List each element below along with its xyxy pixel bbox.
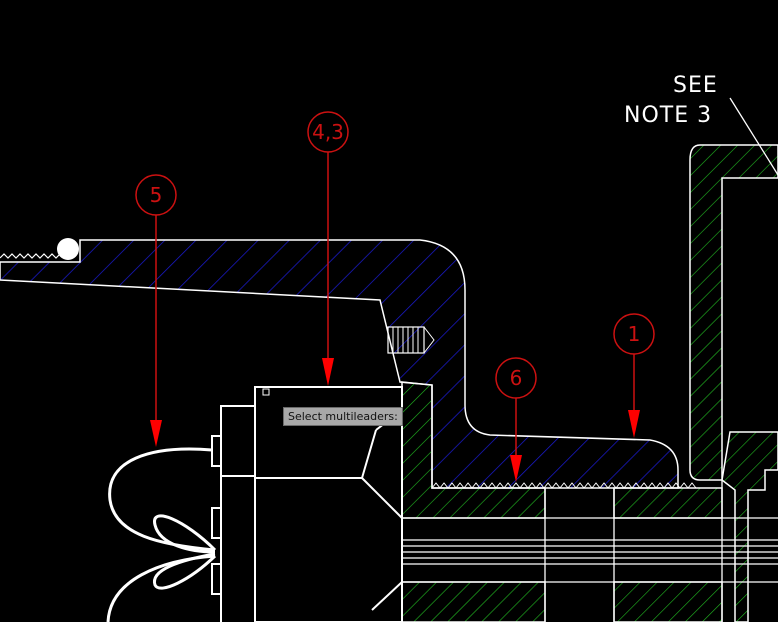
right-lower-part[interactable] xyxy=(721,431,778,622)
balloon-5-label: 5 xyxy=(150,183,163,207)
right-cap-part[interactable] xyxy=(689,144,778,481)
collar-part[interactable] xyxy=(613,487,723,519)
note-text-line1[interactable]: SEE xyxy=(673,73,718,98)
grip-point[interactable] xyxy=(57,238,79,260)
balloon-4-3-label: 4,3 xyxy=(312,120,344,144)
thread-left xyxy=(0,253,65,259)
set-screw-thread xyxy=(392,326,435,354)
balloon-6[interactable]: 6 xyxy=(495,357,537,482)
balloon-1-label: 1 xyxy=(628,322,641,346)
wires[interactable] xyxy=(106,447,217,622)
balloon-6-label: 6 xyxy=(510,366,523,390)
connector-pins[interactable] xyxy=(211,435,221,595)
lower-nut-part[interactable] xyxy=(401,581,546,622)
balloon-4-3[interactable]: 4,3 xyxy=(307,111,349,386)
housing-part[interactable] xyxy=(0,239,679,489)
note-text-line2[interactable]: NOTE 3 xyxy=(624,103,712,128)
selection-grip[interactable] xyxy=(262,388,270,396)
balloon-5[interactable]: 5 xyxy=(135,174,177,447)
balloon-1[interactable]: 1 xyxy=(613,313,655,438)
shaft[interactable] xyxy=(402,480,778,622)
note-leader[interactable] xyxy=(729,97,778,176)
set-screw[interactable] xyxy=(387,326,425,354)
thread-mid xyxy=(431,482,697,489)
lower-collar-part[interactable] xyxy=(613,581,723,622)
command-tooltip: Select multileaders: xyxy=(283,407,403,426)
